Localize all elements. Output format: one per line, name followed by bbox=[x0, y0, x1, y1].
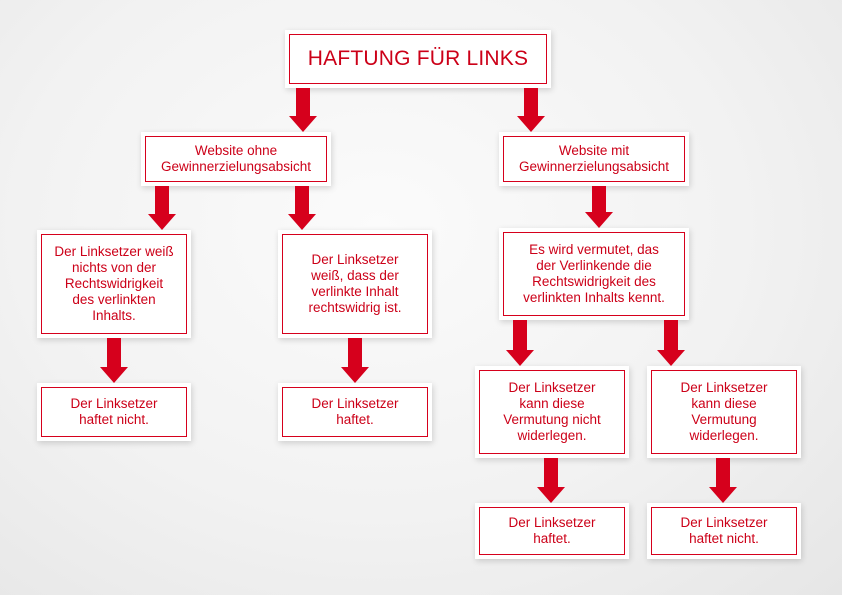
arrow-cannot-refute-to-liable bbox=[536, 458, 566, 503]
not-liable-box-1: Der Linksetzer haftet nicht. bbox=[37, 383, 191, 441]
cannot-refute-box: Der Linksetzer kann diese Vermutung nich… bbox=[475, 366, 629, 458]
nonprofit-website-box: Website ohne Gewinnerzielungsabsicht bbox=[141, 132, 331, 186]
arrow-presumption-to-cannot-refute bbox=[505, 320, 535, 366]
arrow-unaware-to-not-liable bbox=[99, 338, 129, 383]
liable-box-1: Der Linksetzer haftet. bbox=[278, 383, 432, 441]
title-box: HAFTUNG FÜR LINKS bbox=[285, 30, 551, 88]
arrow-nonprofit-to-unaware bbox=[147, 186, 177, 230]
arrow-presumption-to-can-refute bbox=[656, 320, 686, 366]
arrow-can-refute-to-not-liable bbox=[708, 458, 738, 503]
arrow-profit-to-presumption bbox=[584, 186, 614, 228]
aware-box: Der Linksetzer weiß, dass der verlinkte … bbox=[278, 230, 432, 338]
arrow-title-to-profit bbox=[516, 88, 546, 132]
can-refute-box: Der Linksetzer kann diese Vermutung wide… bbox=[647, 366, 801, 458]
arrow-aware-to-liable bbox=[340, 338, 370, 383]
presumption-box: Es wird vermutet, das der Verlinkende di… bbox=[499, 228, 689, 320]
unaware-box: Der Linksetzer weiß nichts von der Recht… bbox=[37, 230, 191, 338]
arrow-title-to-nonprofit bbox=[288, 88, 318, 132]
not-liable-box-2: Der Linksetzer haftet nicht. bbox=[647, 503, 801, 559]
liable-box-2: Der Linksetzer haftet. bbox=[475, 503, 629, 559]
profit-website-box: Website mit Gewinnerzielungsabsicht bbox=[499, 132, 689, 186]
arrow-nonprofit-to-aware bbox=[287, 186, 317, 230]
